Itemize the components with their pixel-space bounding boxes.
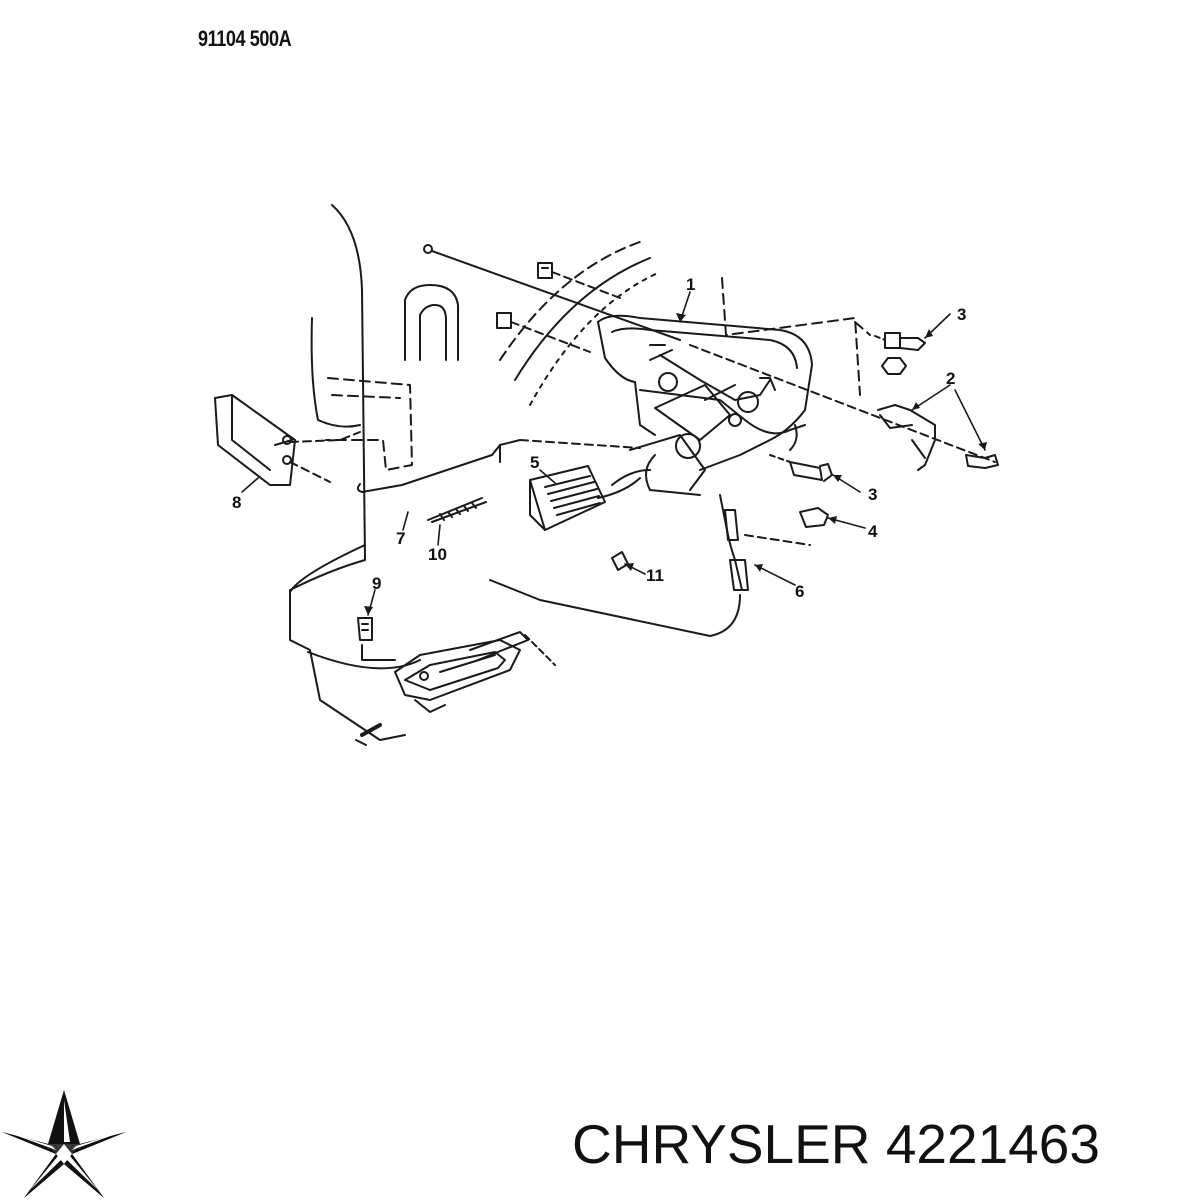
part-caption: CHRYSLER 4221463 [572, 1112, 1100, 1176]
leader-lines [241, 291, 986, 616]
callout-8: 8 [232, 493, 241, 512]
callout-3-upper: 3 [957, 305, 966, 324]
cable-clip [799, 507, 829, 528]
push-clip [611, 551, 629, 571]
part-number: 4221463 [885, 1113, 1100, 1175]
callout-5: 5 [530, 453, 539, 472]
floor-bracket [394, 631, 556, 713]
callout-labels: 1 2 3 3 4 5 6 7 8 9 10 11 [232, 275, 966, 601]
callout-10: 10 [428, 545, 447, 564]
mounting-screw [357, 617, 396, 661]
body-panel [289, 204, 421, 746]
bolt-lower [769, 454, 833, 482]
return-spring [427, 497, 487, 523]
pedal [529, 465, 651, 531]
callout-7: 7 [396, 529, 405, 548]
retaining-clips [496, 262, 621, 353]
wheel-house [499, 241, 661, 406]
chrysler-pentastar-logo [2, 1090, 126, 1198]
callout-11: 11 [646, 566, 664, 585]
logo-star-segment [48, 1090, 64, 1144]
brake-cable [489, 494, 811, 637]
release-handle [214, 394, 361, 486]
callout-9: 9 [372, 574, 381, 593]
brand-name: CHRYSLER [572, 1113, 871, 1175]
arrowheads [364, 313, 987, 615]
callout-2: 2 [946, 369, 955, 388]
hidden-outline [325, 277, 871, 471]
callout-3-lower: 3 [868, 485, 877, 504]
pivot-rod [423, 244, 996, 463]
console-post [404, 284, 459, 361]
callout-1: 1 [686, 275, 695, 294]
callout-4: 4 [868, 522, 878, 541]
brake-lever-assembly [597, 314, 813, 496]
bolt-upper [874, 332, 926, 375]
drawing-code: 91104 500A [198, 26, 292, 51]
release-rod [356, 439, 641, 493]
callout-6: 6 [795, 582, 804, 601]
cable-bracket [877, 404, 999, 471]
